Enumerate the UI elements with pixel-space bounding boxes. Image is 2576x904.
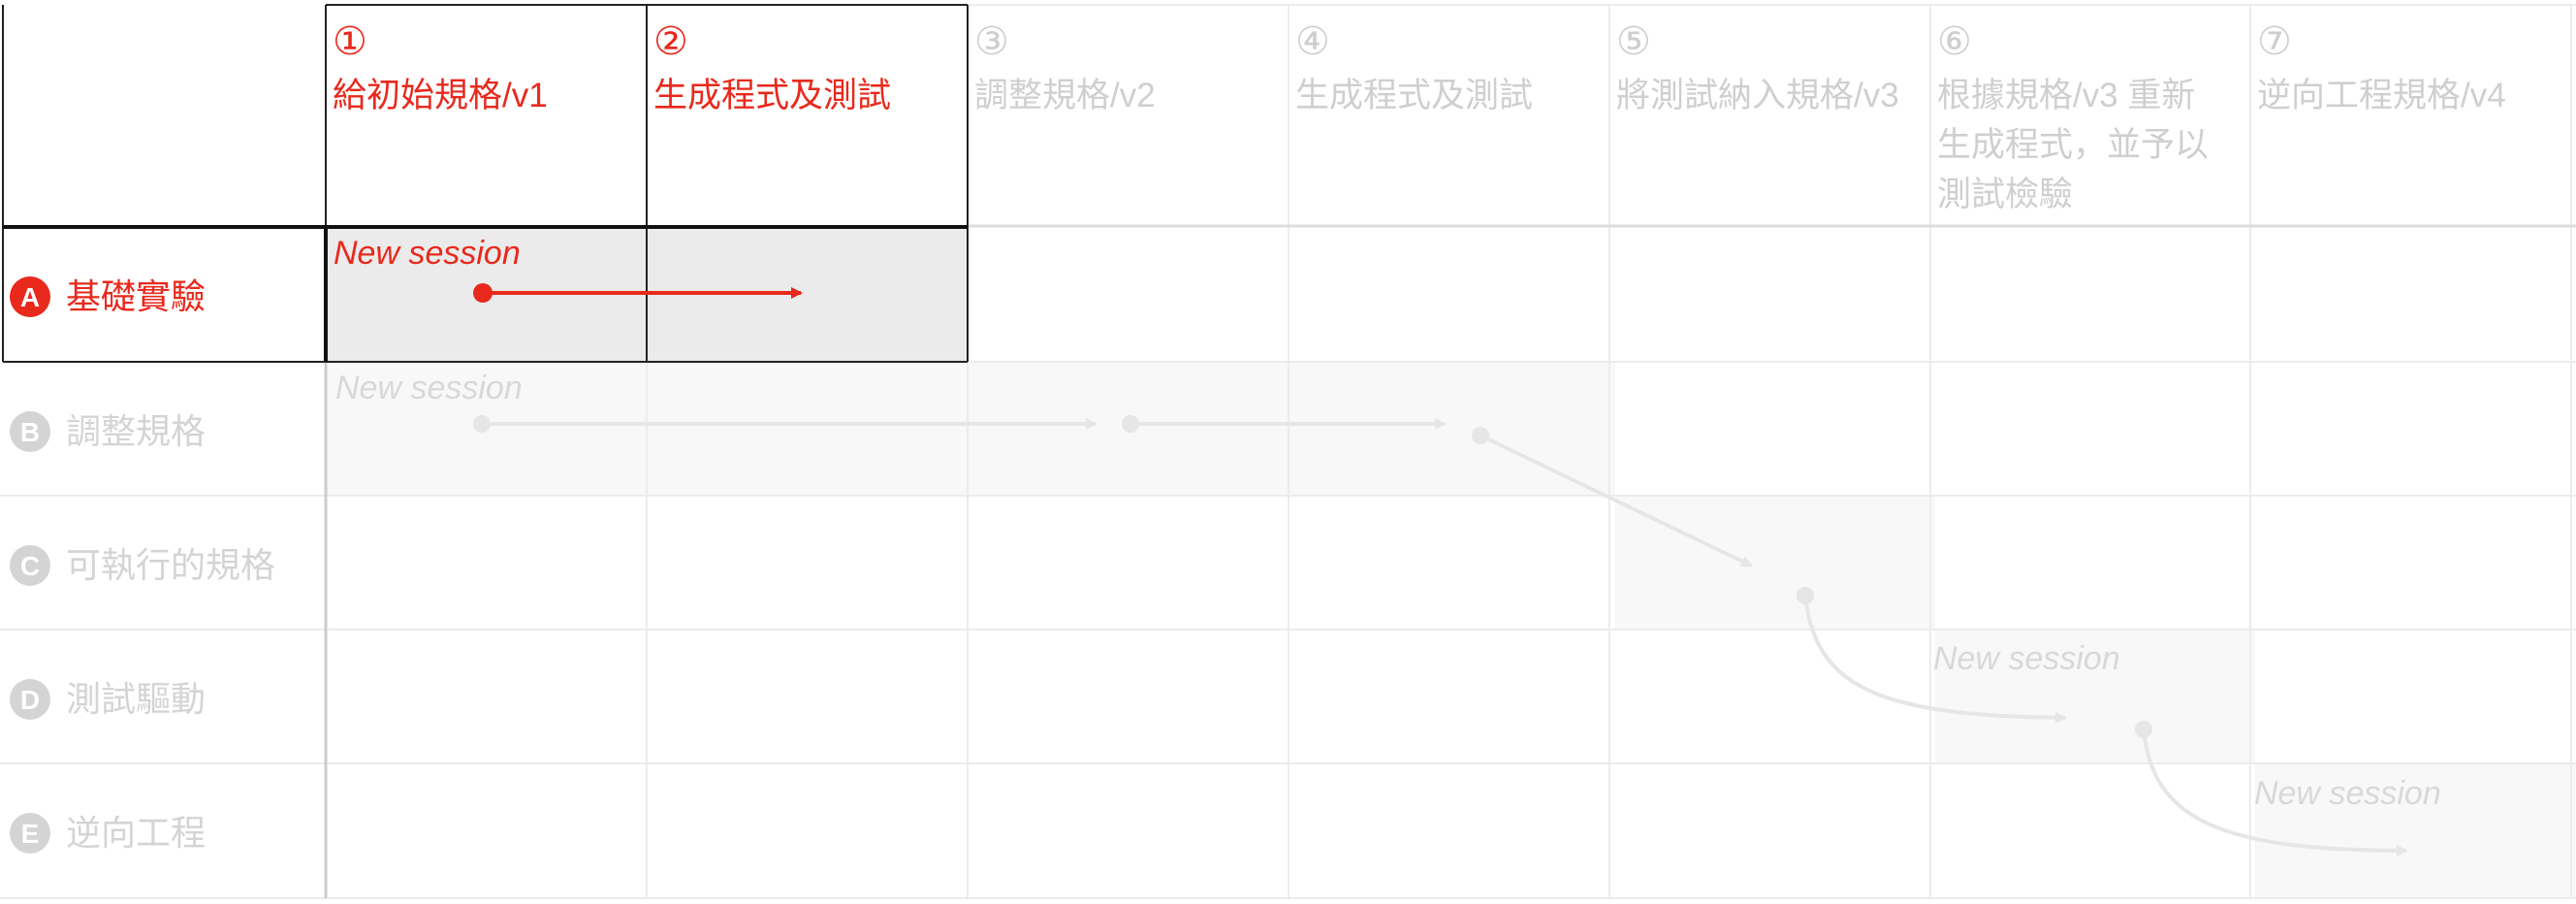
approach-badge-c: [10, 545, 50, 586]
active-grid: [2, 4, 969, 363]
flow-arrow-a: [473, 283, 803, 303]
step-number-2: ②: [653, 20, 688, 63]
approach-label-d: 測試驅動: [66, 679, 206, 719]
session-region-b: [326, 363, 1615, 496]
grid-lines: [0, 4, 2576, 899]
step-label-6-line-2: 生成程式，並予以: [1937, 126, 2209, 164]
approach-badge-letter-c: C: [20, 551, 40, 581]
step-label-4-line-1: 生成程式及測試: [1295, 77, 1533, 114]
step-number-3: ③: [974, 20, 1009, 63]
step-label-7-line-1: 逆向工程規格/v4: [2257, 77, 2506, 114]
approach-badge-a: [10, 276, 50, 317]
flow-arrows-inactive: [473, 415, 2408, 856]
step-label-1-line-1: 給初始規格/v1: [333, 77, 548, 114]
step-label-6-line-3: 測試檢驗: [1937, 176, 2073, 213]
approach-label-b: 調整規格: [66, 411, 206, 451]
step-number-6: ⑥: [1937, 20, 1972, 63]
step-number-4: ④: [1295, 20, 1330, 63]
approach-rows: A 基礎實驗 B 調整規格 C 可執行的規格 D 測試驅動 E 逆向工程: [10, 276, 275, 854]
step-label-3-line-1: 調整規格/v2: [974, 77, 1156, 114]
approach-badge-letter-a: A: [20, 282, 40, 312]
approach-label-e: 逆向工程: [66, 813, 206, 853]
session-label-e: New session: [2254, 775, 2441, 812]
approach-label-c: 可執行的規格: [66, 545, 275, 585]
session-label-d: New session: [1933, 640, 2120, 677]
step-label-5-line-1: 將測試納入規格/v3: [1616, 77, 1899, 114]
step-label-2-line-1: 生成程式及測試: [653, 77, 891, 114]
step-number-1: ①: [333, 20, 367, 63]
step-label-6-line-1: 根據規格/v3 重新: [1937, 77, 2195, 114]
approach-label-a: 基礎實驗: [66, 276, 206, 316]
approach-badge-letter-e: E: [21, 819, 40, 849]
approach-badge-letter-d: D: [20, 685, 40, 715]
approach-badge-e: [10, 813, 50, 854]
session-label-b: New session: [335, 370, 523, 406]
step-headers: ① 給初始規格/v1 ② 生成程式及測試 ③ 調整規格/v2 ④ 生成程式及測試 ⑤ 將測試納入規…: [333, 20, 2506, 213]
approach-badge-d: [10, 679, 50, 720]
step-number-5: ⑤: [1616, 20, 1651, 63]
session-region-d: [1935, 630, 2255, 763]
approach-badge-b: [10, 411, 50, 452]
session-region-e: [2255, 764, 2576, 898]
session-label-a: New session: [334, 235, 521, 272]
session-region-c: [1615, 497, 1935, 630]
step-number-7: ⑦: [2257, 20, 2292, 63]
approach-badge-letter-b: B: [20, 417, 40, 447]
